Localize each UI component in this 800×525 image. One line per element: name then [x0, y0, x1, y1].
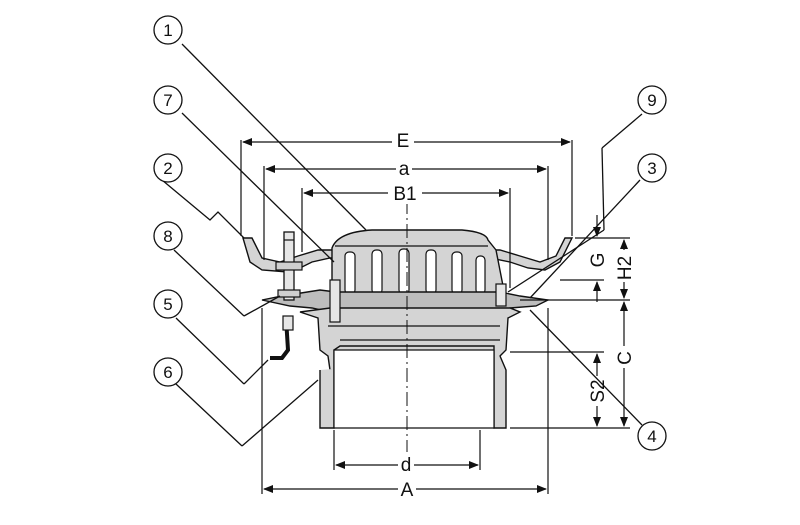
- strainer-slots: [344, 248, 486, 295]
- svg-text:6: 6: [163, 363, 172, 382]
- svg-text:4: 4: [647, 427, 656, 446]
- dim-label-B1: B1: [393, 184, 416, 205]
- callout-6: 6: [153, 357, 183, 387]
- dim-label-G: G: [588, 253, 609, 268]
- callout-1: 1: [153, 15, 183, 45]
- clamp-bolt-left: [329, 279, 341, 323]
- callout-8: 8: [153, 221, 183, 251]
- callout-3: 3: [637, 153, 667, 183]
- clamp-bolt-right: [495, 283, 507, 307]
- svg-text:8: 8: [163, 227, 172, 246]
- svg-text:9: 9: [647, 91, 656, 110]
- callout-9: 9: [637, 85, 667, 115]
- callout-leaders: [161, 43, 643, 447]
- dim-label-a: a: [399, 159, 410, 180]
- callout-4: 4: [637, 421, 667, 451]
- dim-label-S2: S2: [588, 379, 609, 402]
- svg-text:3: 3: [647, 159, 656, 178]
- dimension-lines: E a B1 G H2 C S2 d A: [240, 128, 636, 501]
- drain-body: [242, 200, 574, 470]
- callout-7: 7: [153, 85, 183, 115]
- svg-text:2: 2: [163, 159, 172, 178]
- heating-connector: [270, 317, 291, 360]
- dim-label-H2: H2: [615, 256, 636, 280]
- callout-2: 2: [153, 153, 183, 183]
- dim-label-A: A: [401, 480, 414, 501]
- svg-text:7: 7: [163, 91, 172, 110]
- svg-text:5: 5: [163, 295, 172, 314]
- callouts: 1 7 2 8 5 6 9 3: [153, 15, 667, 451]
- dim-label-E: E: [397, 131, 410, 152]
- callout-5: 5: [153, 289, 183, 319]
- dim-label-d: d: [401, 455, 412, 476]
- dim-label-C: C: [615, 351, 636, 365]
- svg-text:1: 1: [163, 21, 172, 40]
